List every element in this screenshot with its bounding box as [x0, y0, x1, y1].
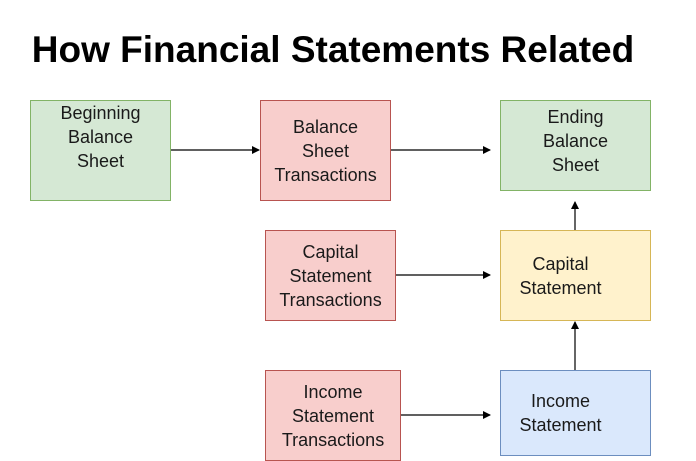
node-label: Capital Statement Transactions: [279, 241, 382, 310]
node-label: Beginning Balance Sheet: [60, 102, 141, 171]
node-label: Income Statement: [519, 391, 602, 435]
node-capital-statement: Capital Statement: [500, 230, 651, 321]
node-capital-statement-transactions: Capital Statement Transactions: [265, 230, 396, 321]
node-label: Capital Statement: [519, 253, 602, 298]
node-income-statement: Income Statement: [500, 370, 651, 456]
node-balance-sheet-transactions: Balance Sheet Transactions: [260, 100, 391, 201]
node-label: Ending Balance Sheet: [542, 106, 609, 175]
node-label: Income Statement Transactions: [281, 381, 385, 450]
node-label: Balance Sheet Transactions: [274, 116, 377, 185]
diagram-title: How Financial Statements Related: [31, 29, 635, 70]
node-ending-balance-sheet: Ending Balance Sheet: [500, 100, 651, 191]
node-income-statement-transactions: Income Statement Transactions: [265, 370, 401, 461]
node-beginning-balance-sheet: Beginning Balance Sheet: [30, 100, 171, 201]
